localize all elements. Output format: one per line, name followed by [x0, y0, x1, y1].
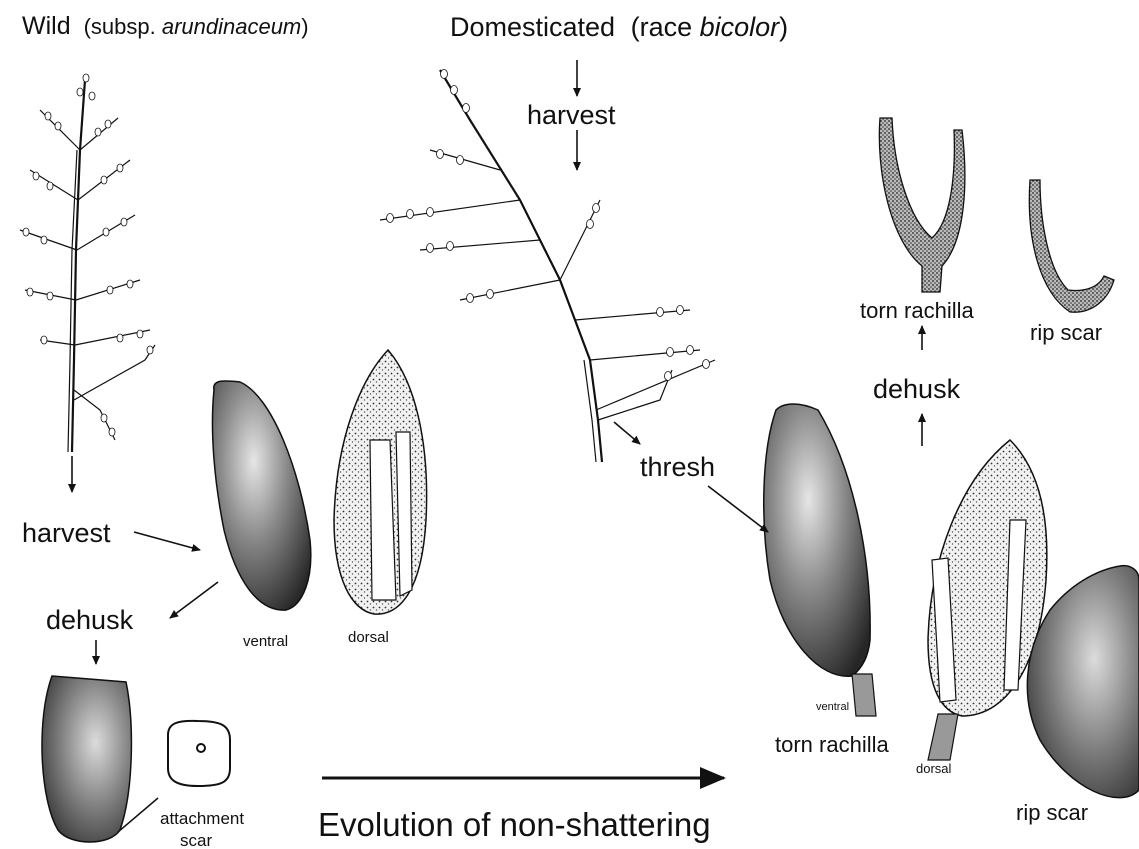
attachment-scar-label-line1: attachment — [160, 810, 244, 827]
domesticated-ventral-label: ventral — [816, 702, 849, 713]
torn-rachilla-top-illustration — [879, 118, 965, 292]
evolution-caption: Evolution of non-shattering — [318, 808, 711, 841]
rip-scar-bottom-label: rip scar — [1016, 802, 1088, 824]
domesticated-dorsal-label: dorsal — [916, 762, 951, 775]
wild-dehusk-label: dehusk — [46, 607, 133, 634]
wild-ventral-label: ventral — [243, 634, 288, 649]
torn-rachilla-bottom-label: torn rachilla — [775, 734, 889, 756]
domesticated-race: (race bicolor) — [631, 12, 789, 42]
domesticated-grain-ventral — [764, 404, 876, 716]
wild-subspecies: (subsp. arundinaceum) — [84, 14, 309, 39]
rip-scar-top-illustration — [1029, 180, 1114, 312]
arrow-grains-to-dehusk — [170, 582, 218, 618]
domesticated-heading: Domesticated (race bicolor) — [450, 14, 788, 41]
wild-heading: Wild (subsp. arundinaceum) — [22, 14, 309, 39]
wild-dorsal-label: dorsal — [348, 630, 389, 645]
wild-panicle-illustration — [20, 74, 155, 452]
arrow-panicle-to-thresh — [614, 422, 640, 444]
wild-grain-ventral — [212, 381, 310, 610]
attachment-scar-label-line2: scar — [180, 832, 212, 849]
domesticated-label: Domesticated — [450, 12, 615, 42]
torn-rachilla-top-label: torn rachilla — [860, 300, 974, 322]
rip-scar-top-label: rip scar — [1030, 322, 1102, 344]
wild-dehusked-grain — [42, 676, 131, 842]
domesticated-dehusk-label: dehusk — [873, 376, 960, 403]
domesticated-harvest-label: harvest — [527, 102, 616, 129]
arrow-thresh-to-grains — [708, 486, 768, 532]
arrow-harvest-to-grains — [134, 532, 200, 550]
wild-grain-dorsal — [334, 350, 427, 614]
wild-harvest-label: harvest — [22, 520, 111, 547]
wild-label: Wild — [22, 12, 71, 40]
thresh-label: thresh — [640, 454, 715, 481]
domesticated-grain-dorsal — [928, 440, 1047, 760]
